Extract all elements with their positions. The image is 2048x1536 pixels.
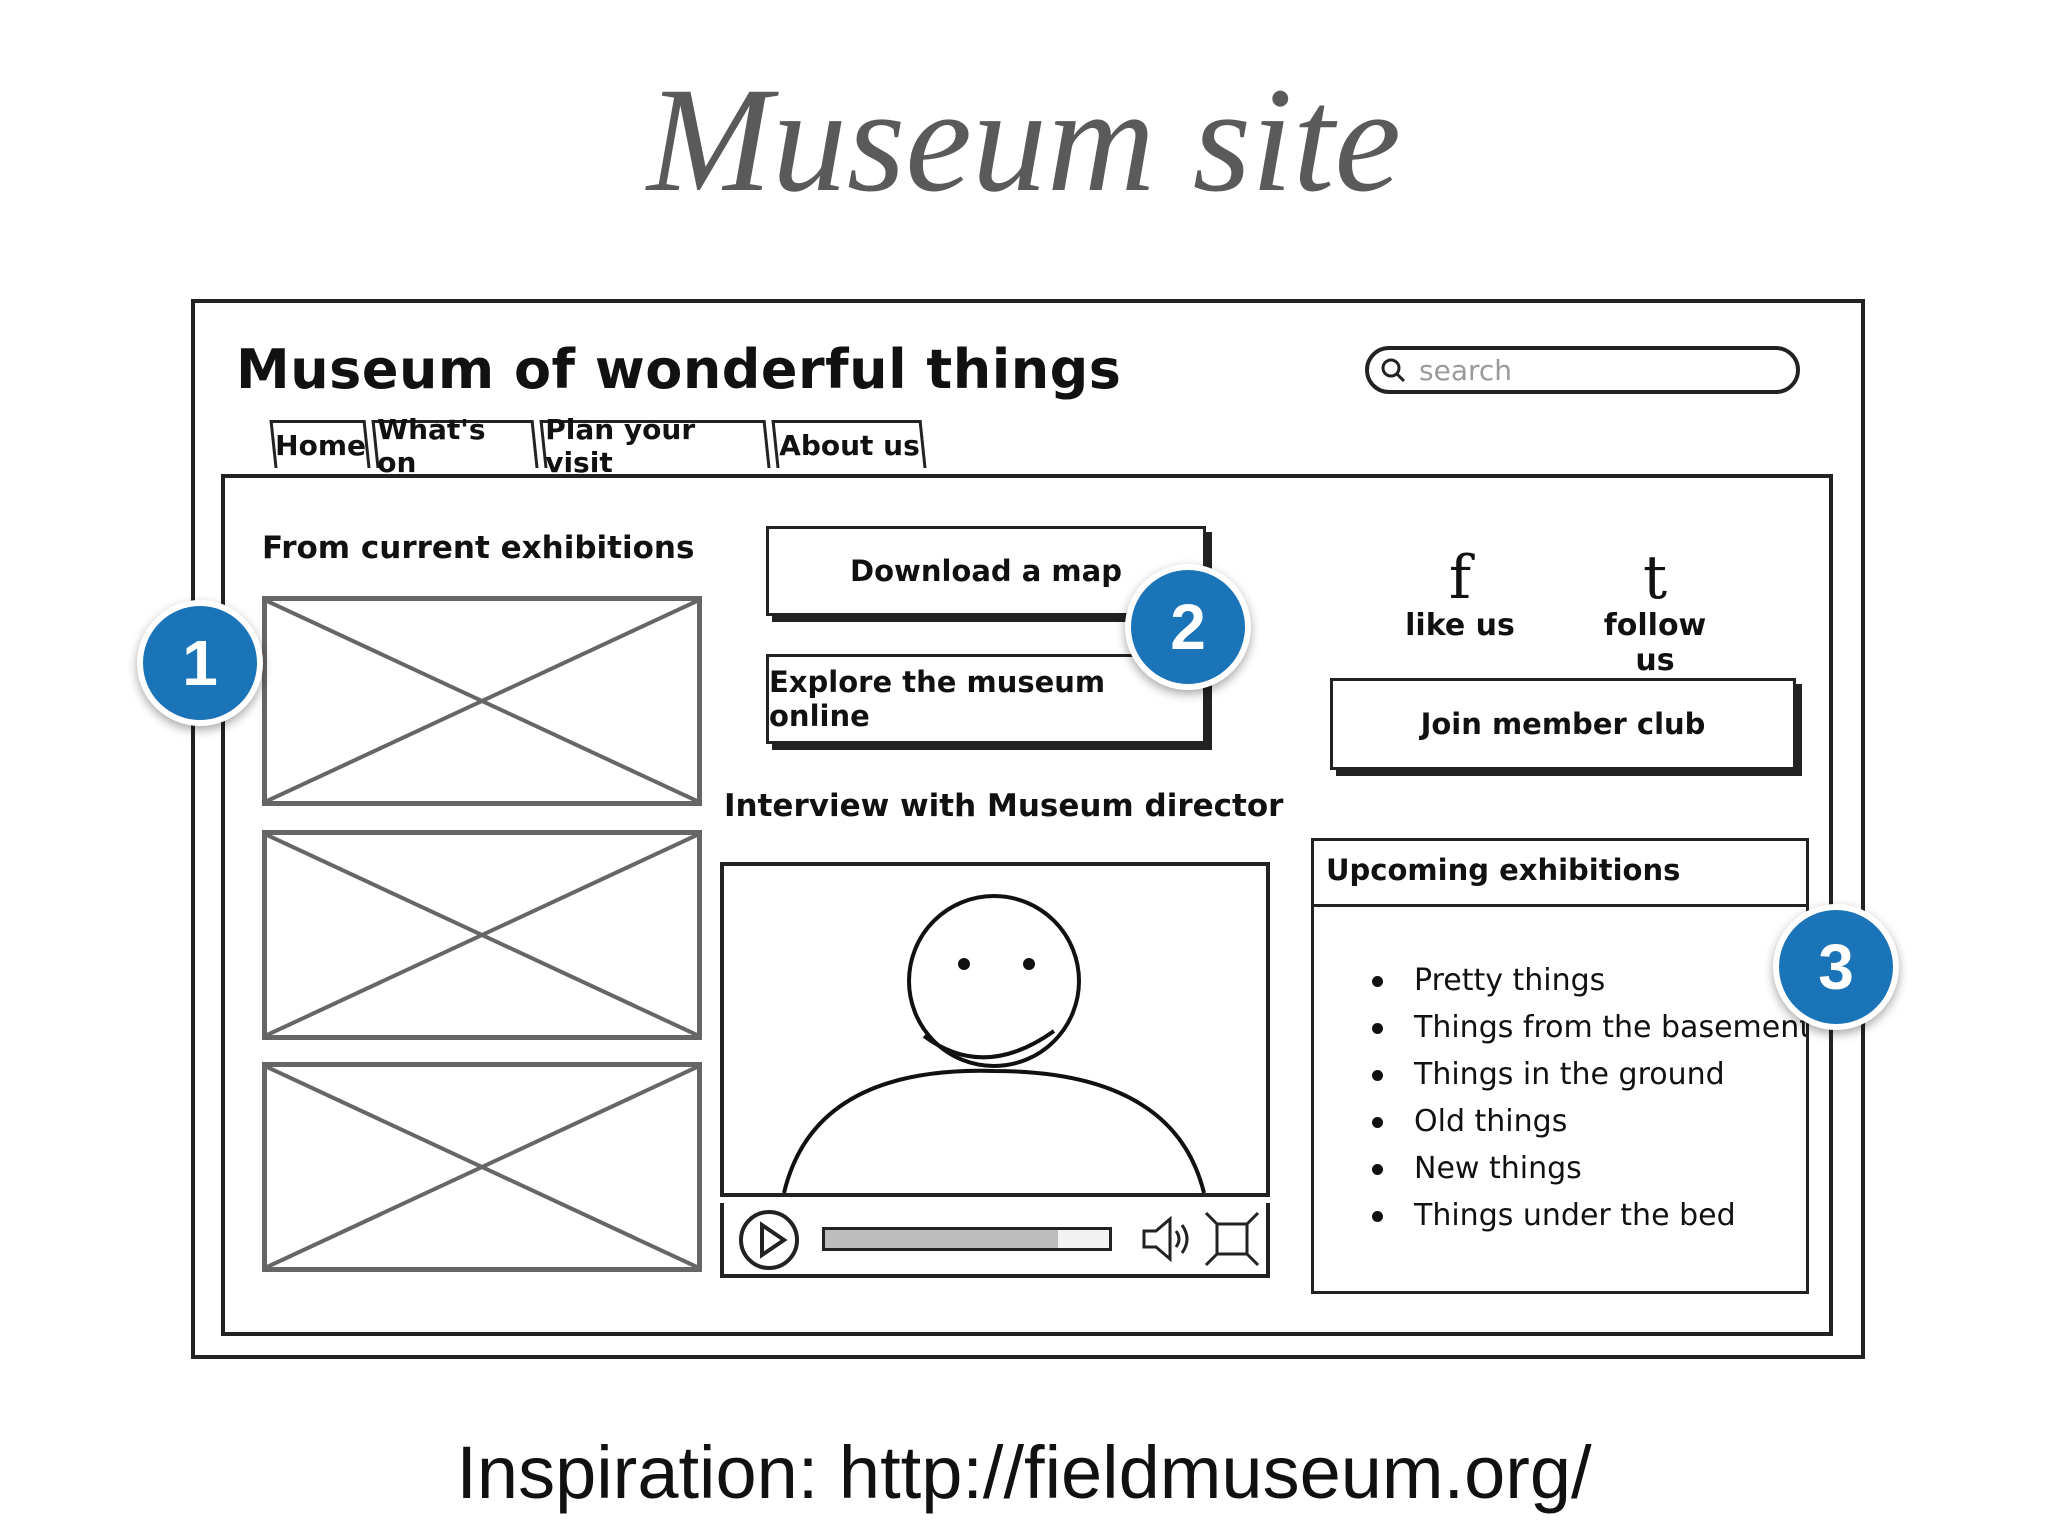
exhibition-image-placeholder[interactable] <box>262 596 702 806</box>
upcoming-exhibitions-header: Upcoming exhibitions <box>1311 838 1809 904</box>
callout-badge-1: 1 <box>137 600 263 726</box>
inspiration-footer: Inspiration: http://fieldmuseum.org/ <box>456 1431 1592 1514</box>
video-heading: Interview with Museum director <box>724 788 1284 824</box>
like-us-link[interactable]: f like us <box>1400 548 1520 643</box>
upcoming-exhibition-item[interactable]: Things from the basement <box>1372 1004 1806 1051</box>
explore-online-button[interactable]: Explore the museum online <box>766 654 1206 744</box>
callout-badge-3: 3 <box>1773 904 1899 1030</box>
video-controls <box>720 1203 1270 1278</box>
slide-title: Museum site <box>646 57 1402 223</box>
tab-plan-your-visit[interactable]: Plan your visit <box>539 413 771 479</box>
search-input[interactable] <box>1417 352 1781 388</box>
fullscreen-icon[interactable] <box>1202 1209 1262 1269</box>
site-title: Museum of wonderful things <box>236 338 1122 401</box>
twitter-icon: t <box>1642 543 1668 613</box>
search-box[interactable] <box>1365 346 1800 394</box>
upcoming-exhibition-item[interactable]: New things <box>1372 1145 1806 1192</box>
facebook-icon: f <box>1448 543 1472 613</box>
tab-about-us[interactable]: About us <box>771 420 927 468</box>
video-progress-track[interactable] <box>822 1227 1112 1251</box>
tab-whats-on[interactable]: What's on <box>371 413 539 479</box>
play-icon[interactable] <box>734 1205 804 1275</box>
video-player[interactable] <box>720 862 1270 1197</box>
volume-icon[interactable] <box>1136 1209 1196 1269</box>
tab-home[interactable]: Home <box>269 420 371 468</box>
exhibition-image-placeholder[interactable] <box>262 1062 702 1272</box>
exhibition-image-placeholder[interactable] <box>262 830 702 1040</box>
upcoming-exhibition-item[interactable]: Pretty things <box>1372 957 1806 1004</box>
upcoming-exhibition-item[interactable]: Things under the bed <box>1372 1192 1806 1239</box>
follow-us-link[interactable]: t follow us <box>1580 548 1730 678</box>
upcoming-exhibitions-heading: Upcoming exhibitions <box>1326 853 1681 887</box>
upcoming-exhibition-item[interactable]: Old things <box>1372 1098 1806 1145</box>
join-member-club-button[interactable]: Join member club <box>1330 678 1796 770</box>
upcoming-exhibition-item[interactable]: Things in the ground <box>1372 1051 1806 1098</box>
current-exhibitions-heading: From current exhibitions <box>262 530 695 566</box>
video-progress-fill <box>825 1230 1058 1248</box>
callout-badge-2: 2 <box>1125 564 1251 690</box>
search-icon <box>1381 358 1406 383</box>
director-portrait <box>782 894 1206 1193</box>
download-map-button[interactable]: Download a map <box>766 526 1206 616</box>
